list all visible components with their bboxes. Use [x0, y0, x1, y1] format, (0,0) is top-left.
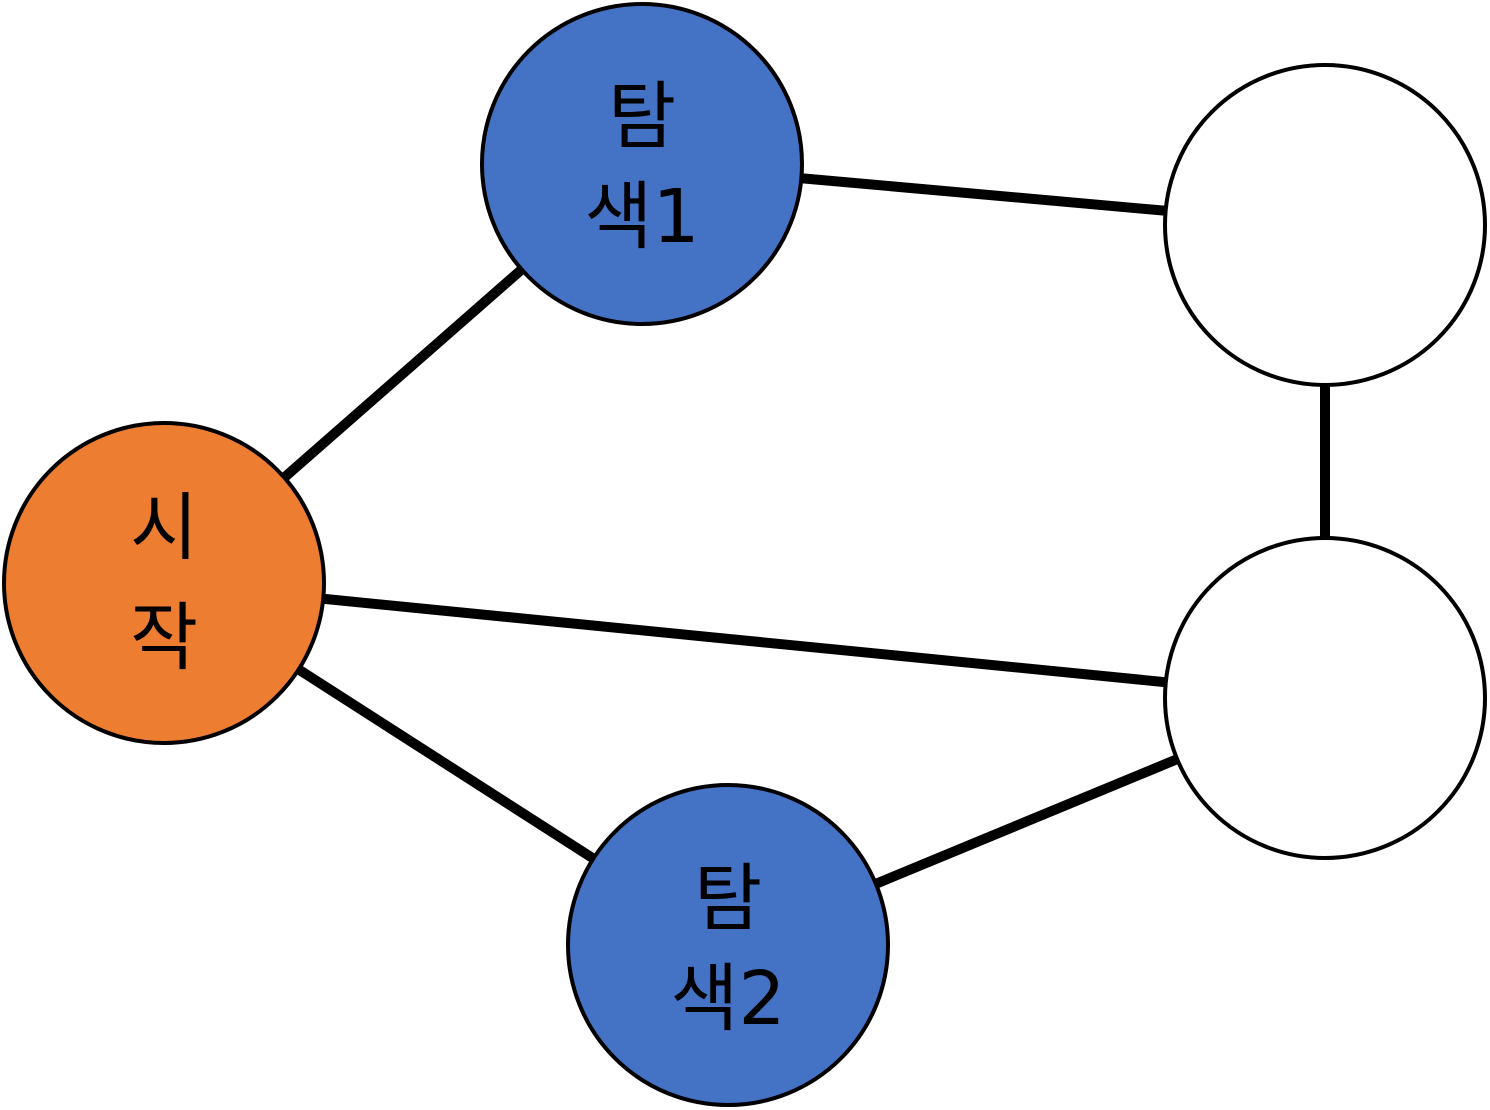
- node-top-right-circle: [1163, 63, 1487, 387]
- edge-start-explore2: [295, 665, 597, 863]
- node-start-label-line2: 작: [130, 595, 198, 681]
- node-explore1: 탐 색1: [480, 2, 804, 326]
- node-bottom-right-circle: [1163, 536, 1487, 860]
- edge-explore1-top-right: [800, 173, 1167, 216]
- node-top-right: [1163, 63, 1487, 387]
- node-bottom-right: [1163, 536, 1487, 860]
- edges: [281, 173, 1330, 889]
- edge-explore2-bottom-right: [873, 754, 1180, 889]
- edge-start-bottom-right: [322, 593, 1167, 688]
- node-start-label-line1: 시: [130, 485, 198, 571]
- node-explore2-circle: [566, 783, 890, 1107]
- node-start: 시 작: [2, 421, 326, 745]
- node-explore2-label-line2: 색2: [670, 956, 785, 1042]
- node-explore2-label-line1: 탐: [694, 856, 762, 942]
- node-explore1-label-line1: 탐: [608, 74, 676, 160]
- node-explore1-label-line2: 색1: [584, 174, 699, 260]
- node-start-circle: [2, 421, 326, 745]
- edge-start-explore1: [281, 265, 525, 482]
- node-explore1-circle: [480, 2, 804, 326]
- node-explore2: 탐 색2: [566, 783, 890, 1107]
